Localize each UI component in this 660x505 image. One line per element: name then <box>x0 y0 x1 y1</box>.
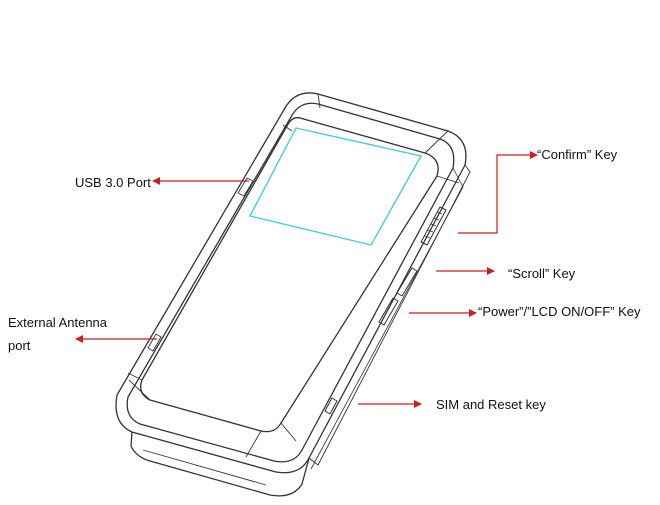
external-antenna-label-line2: port <box>8 338 31 353</box>
confirm-key-arrow <box>458 151 538 234</box>
lcd-screen <box>248 127 423 246</box>
scroll-key-label: “Scroll” Key <box>508 266 576 281</box>
device-body <box>115 92 471 497</box>
confirm-key-label: “Confirm” Key <box>537 147 618 162</box>
power-key-label: “Power”/”LCD ON/OFF” Key <box>478 304 641 319</box>
usb-port-label: USB 3.0 Port <box>75 175 151 190</box>
external-antenna-label: External Antenna <box>8 315 108 330</box>
sim-reset-key-label: SIM and Reset key <box>436 397 546 412</box>
